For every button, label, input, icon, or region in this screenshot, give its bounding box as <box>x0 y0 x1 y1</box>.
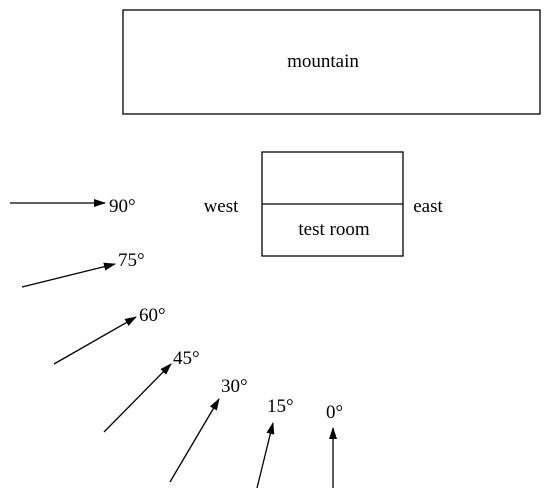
arrow-45 <box>103 363 172 433</box>
arrow-60 <box>53 316 137 365</box>
west-label: west <box>204 196 240 217</box>
angle-label-75: 75° <box>118 250 145 271</box>
mountain-box <box>122 9 541 115</box>
angle-label-45: 45° <box>173 348 200 369</box>
angle-label-60: 60° <box>139 305 166 326</box>
angle-label-30: 30° <box>221 376 248 397</box>
test-room-label: test room <box>298 219 369 240</box>
angle-label-90: 90° <box>109 196 136 217</box>
arrow-75 <box>21 262 116 288</box>
arrow-15 <box>256 422 275 489</box>
angle-label-0: 0° <box>326 402 343 423</box>
east-label: east <box>413 196 443 217</box>
angle-label-15: 15° <box>267 396 294 417</box>
arrow-30 <box>169 398 220 483</box>
mountain-label: mountain <box>287 51 359 72</box>
